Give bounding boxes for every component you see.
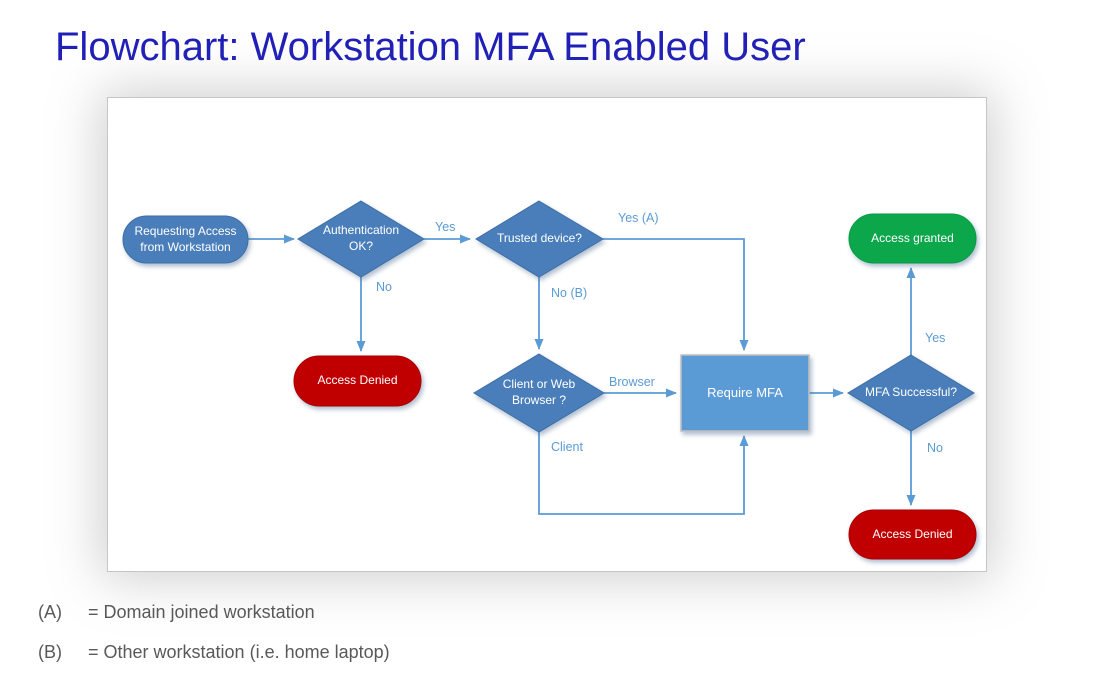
- node-access-granted: [848, 213, 977, 264]
- node-client-or-web: [473, 353, 605, 433]
- edge-client-to-mfa: [538, 432, 749, 515]
- edge-trusted-yes-to-mfa: [603, 238, 749, 351]
- node-requesting-access: [122, 215, 249, 264]
- node-mfa-successful: [847, 354, 975, 432]
- legend-row-a: (A) = Domain joined workstation: [38, 602, 315, 623]
- legend-row-b: (B) = Other workstation (i.e. home lapto…: [38, 642, 390, 663]
- legend-text-b: = Other workstation (i.e. home laptop): [88, 642, 390, 662]
- node-authentication-ok: [297, 200, 425, 278]
- flowchart-canvas: Requesting Access from Workstation Authe…: [107, 97, 987, 572]
- legend-key-a: (A): [38, 602, 62, 622]
- node-trusted-device: [475, 200, 604, 278]
- node-require-mfa: [680, 354, 810, 432]
- legend-text-a: = Domain joined workstation: [88, 602, 315, 622]
- node-access-denied-2: [848, 509, 977, 560]
- legend-key-b: (B): [38, 642, 62, 662]
- page-title: Flowchart: Workstation MFA Enabled User: [55, 25, 806, 69]
- node-access-denied-1: [293, 355, 422, 407]
- flowchart-graphics: [122, 200, 977, 560]
